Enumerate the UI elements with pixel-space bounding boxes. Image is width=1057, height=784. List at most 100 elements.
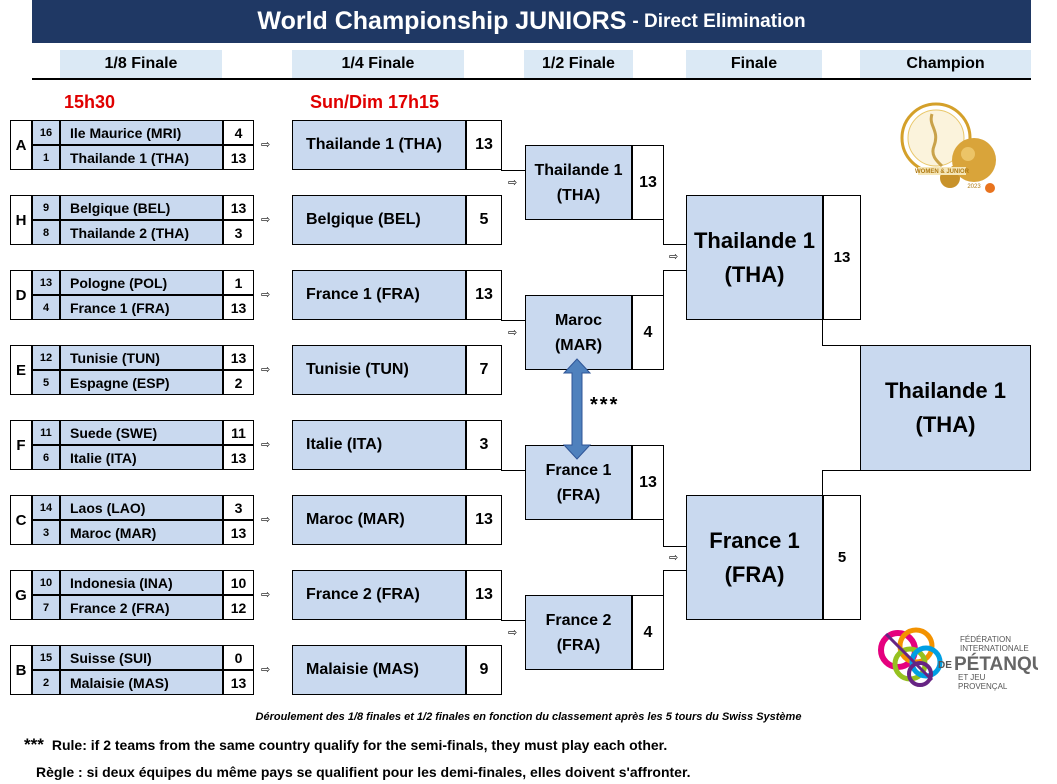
header-underline bbox=[32, 78, 1031, 80]
time-qf: Sun/Dim 17h15 bbox=[310, 92, 440, 112]
connector-line bbox=[501, 470, 525, 471]
format-note: Déroulement des 1/8 finales et 1/2 final… bbox=[255, 711, 802, 723]
seed-number: 9 bbox=[32, 195, 60, 220]
seed-number: 8 bbox=[32, 220, 60, 245]
event-logo-year: 2023 bbox=[967, 184, 981, 190]
champion-team-name: Thailande 1 (THA) bbox=[860, 345, 1031, 471]
final-team-line: Thailande 1 bbox=[693, 227, 816, 253]
qf-team-score: 13 bbox=[466, 120, 502, 170]
team-score: 13 bbox=[223, 445, 254, 470]
connector-line bbox=[663, 270, 664, 296]
seed-number: 11 bbox=[32, 420, 60, 445]
connector-line bbox=[501, 145, 502, 171]
same-country-rule-arrow-icon bbox=[562, 358, 592, 460]
team-name: Italie (ITA) bbox=[60, 445, 223, 470]
seed-number: 2 bbox=[32, 670, 60, 695]
sf-team-country: (THA) bbox=[556, 186, 601, 204]
advance-arrow-icon: ⇨ bbox=[669, 552, 679, 564]
team-score: 11 bbox=[223, 420, 254, 445]
round-header-qf: 1/4 Finale bbox=[292, 50, 464, 78]
sf-team-line: France 2 bbox=[545, 611, 612, 629]
title-bar: World Championship JUNIORS - Direct Elim… bbox=[32, 0, 1031, 43]
qf-team-name: Tunisie (TUN) bbox=[292, 345, 466, 395]
team-name: Ile Maurice (MRI) bbox=[60, 120, 223, 145]
round-header-r16: 1/8 Finale bbox=[60, 50, 222, 78]
final-team-country: (THA) bbox=[724, 261, 785, 287]
team-score: 12 bbox=[223, 595, 254, 620]
seed-number: 6 bbox=[32, 445, 60, 470]
team-score: 0 bbox=[223, 645, 254, 670]
team-name: Laos (LAO) bbox=[60, 495, 223, 520]
qf-team-score: 7 bbox=[466, 345, 502, 395]
team-score: 10 bbox=[223, 570, 254, 595]
team-score: 13 bbox=[223, 345, 254, 370]
qf-team-name: Belgique (BEL) bbox=[292, 195, 466, 245]
seed-number: 7 bbox=[32, 595, 60, 620]
seed-number: 12 bbox=[32, 345, 60, 370]
connector-line bbox=[501, 645, 502, 671]
advance-arrow-icon: ⇨ bbox=[261, 139, 271, 151]
rule-english: ***Rule: if 2 teams from the same countr… bbox=[24, 735, 667, 755]
advance-arrow-icon: ⇨ bbox=[508, 327, 518, 339]
sf-team-score: 4 bbox=[632, 295, 664, 370]
qf-team-score: 13 bbox=[466, 495, 502, 545]
connector-line bbox=[501, 195, 502, 221]
champion-team-line: Thailande 1 bbox=[884, 378, 1007, 403]
event-logo-text: WOMEN & JUNIOR bbox=[915, 169, 970, 175]
qf-team-score: 3 bbox=[466, 420, 502, 470]
qf-team-name: Malaisie (MAS) bbox=[292, 645, 466, 695]
round-header-final: Finale bbox=[686, 50, 822, 78]
group-letter: B bbox=[10, 645, 32, 695]
team-name: Thailande 2 (THA) bbox=[60, 220, 223, 245]
team-score: 3 bbox=[223, 495, 254, 520]
connector-line bbox=[822, 345, 860, 346]
team-name: France 1 (FRA) bbox=[60, 295, 223, 320]
connector-line bbox=[663, 570, 686, 571]
team-score: 4 bbox=[223, 120, 254, 145]
connector-line bbox=[501, 495, 502, 521]
round-header-champion: Champion bbox=[860, 50, 1031, 78]
champion-team-country: (THA) bbox=[915, 412, 976, 437]
fed-logo-main: PÉTANQUE bbox=[954, 653, 1038, 675]
group-letter: A bbox=[10, 120, 32, 170]
advance-arrow-icon: ⇨ bbox=[261, 364, 271, 376]
team-name: Maroc (MAR) bbox=[60, 520, 223, 545]
round-header-sf: 1/2 Finale bbox=[524, 50, 633, 78]
sf-team-score: 4 bbox=[632, 595, 664, 670]
group-letter: G bbox=[10, 570, 32, 620]
connector-line bbox=[501, 295, 502, 321]
qf-team-name: France 2 (FRA) bbox=[292, 570, 466, 620]
connector-line bbox=[663, 220, 664, 244]
seed-number: 14 bbox=[32, 495, 60, 520]
connector-line bbox=[822, 470, 860, 471]
connector-line bbox=[501, 170, 525, 171]
connector-line bbox=[501, 445, 502, 471]
fed-logo-line2: INTERNATIONALE bbox=[960, 644, 1029, 653]
qf-team-score: 13 bbox=[466, 270, 502, 320]
team-score: 13 bbox=[223, 670, 254, 695]
seed-number: 1 bbox=[32, 145, 60, 170]
sf-team-line: Maroc bbox=[554, 311, 603, 329]
qf-team-score: 9 bbox=[466, 645, 502, 695]
seed-number: 15 bbox=[32, 645, 60, 670]
time-r16: 15h30 bbox=[64, 92, 116, 112]
fed-logo-line3: ET JEU bbox=[958, 673, 986, 682]
team-name: Indonesia (INA) bbox=[60, 570, 223, 595]
final-team-name: France 1(FRA) bbox=[686, 495, 823, 620]
sf-team-country: (MAR) bbox=[554, 336, 603, 354]
sf-team-country: (FRA) bbox=[556, 636, 601, 654]
sf-team-line: France 1 bbox=[545, 461, 612, 479]
team-score: 13 bbox=[223, 520, 254, 545]
advance-arrow-icon: ⇨ bbox=[261, 664, 271, 676]
qf-team-score: 13 bbox=[466, 570, 502, 620]
connector-line bbox=[663, 570, 664, 596]
fipjp-logo: FÉDÉRATION INTERNATIONALE DE PÉTANQUE ET… bbox=[878, 627, 1038, 691]
final-team-country: (FRA) bbox=[724, 561, 785, 587]
fed-logo-line1: FÉDÉRATION bbox=[960, 635, 1011, 644]
team-name: Belgique (BEL) bbox=[60, 195, 223, 220]
rule-marker: *** bbox=[590, 394, 620, 416]
advance-arrow-icon: ⇨ bbox=[669, 251, 679, 263]
fed-logo-de: DE bbox=[938, 660, 952, 671]
connector-line bbox=[501, 345, 502, 371]
seed-number: 10 bbox=[32, 570, 60, 595]
